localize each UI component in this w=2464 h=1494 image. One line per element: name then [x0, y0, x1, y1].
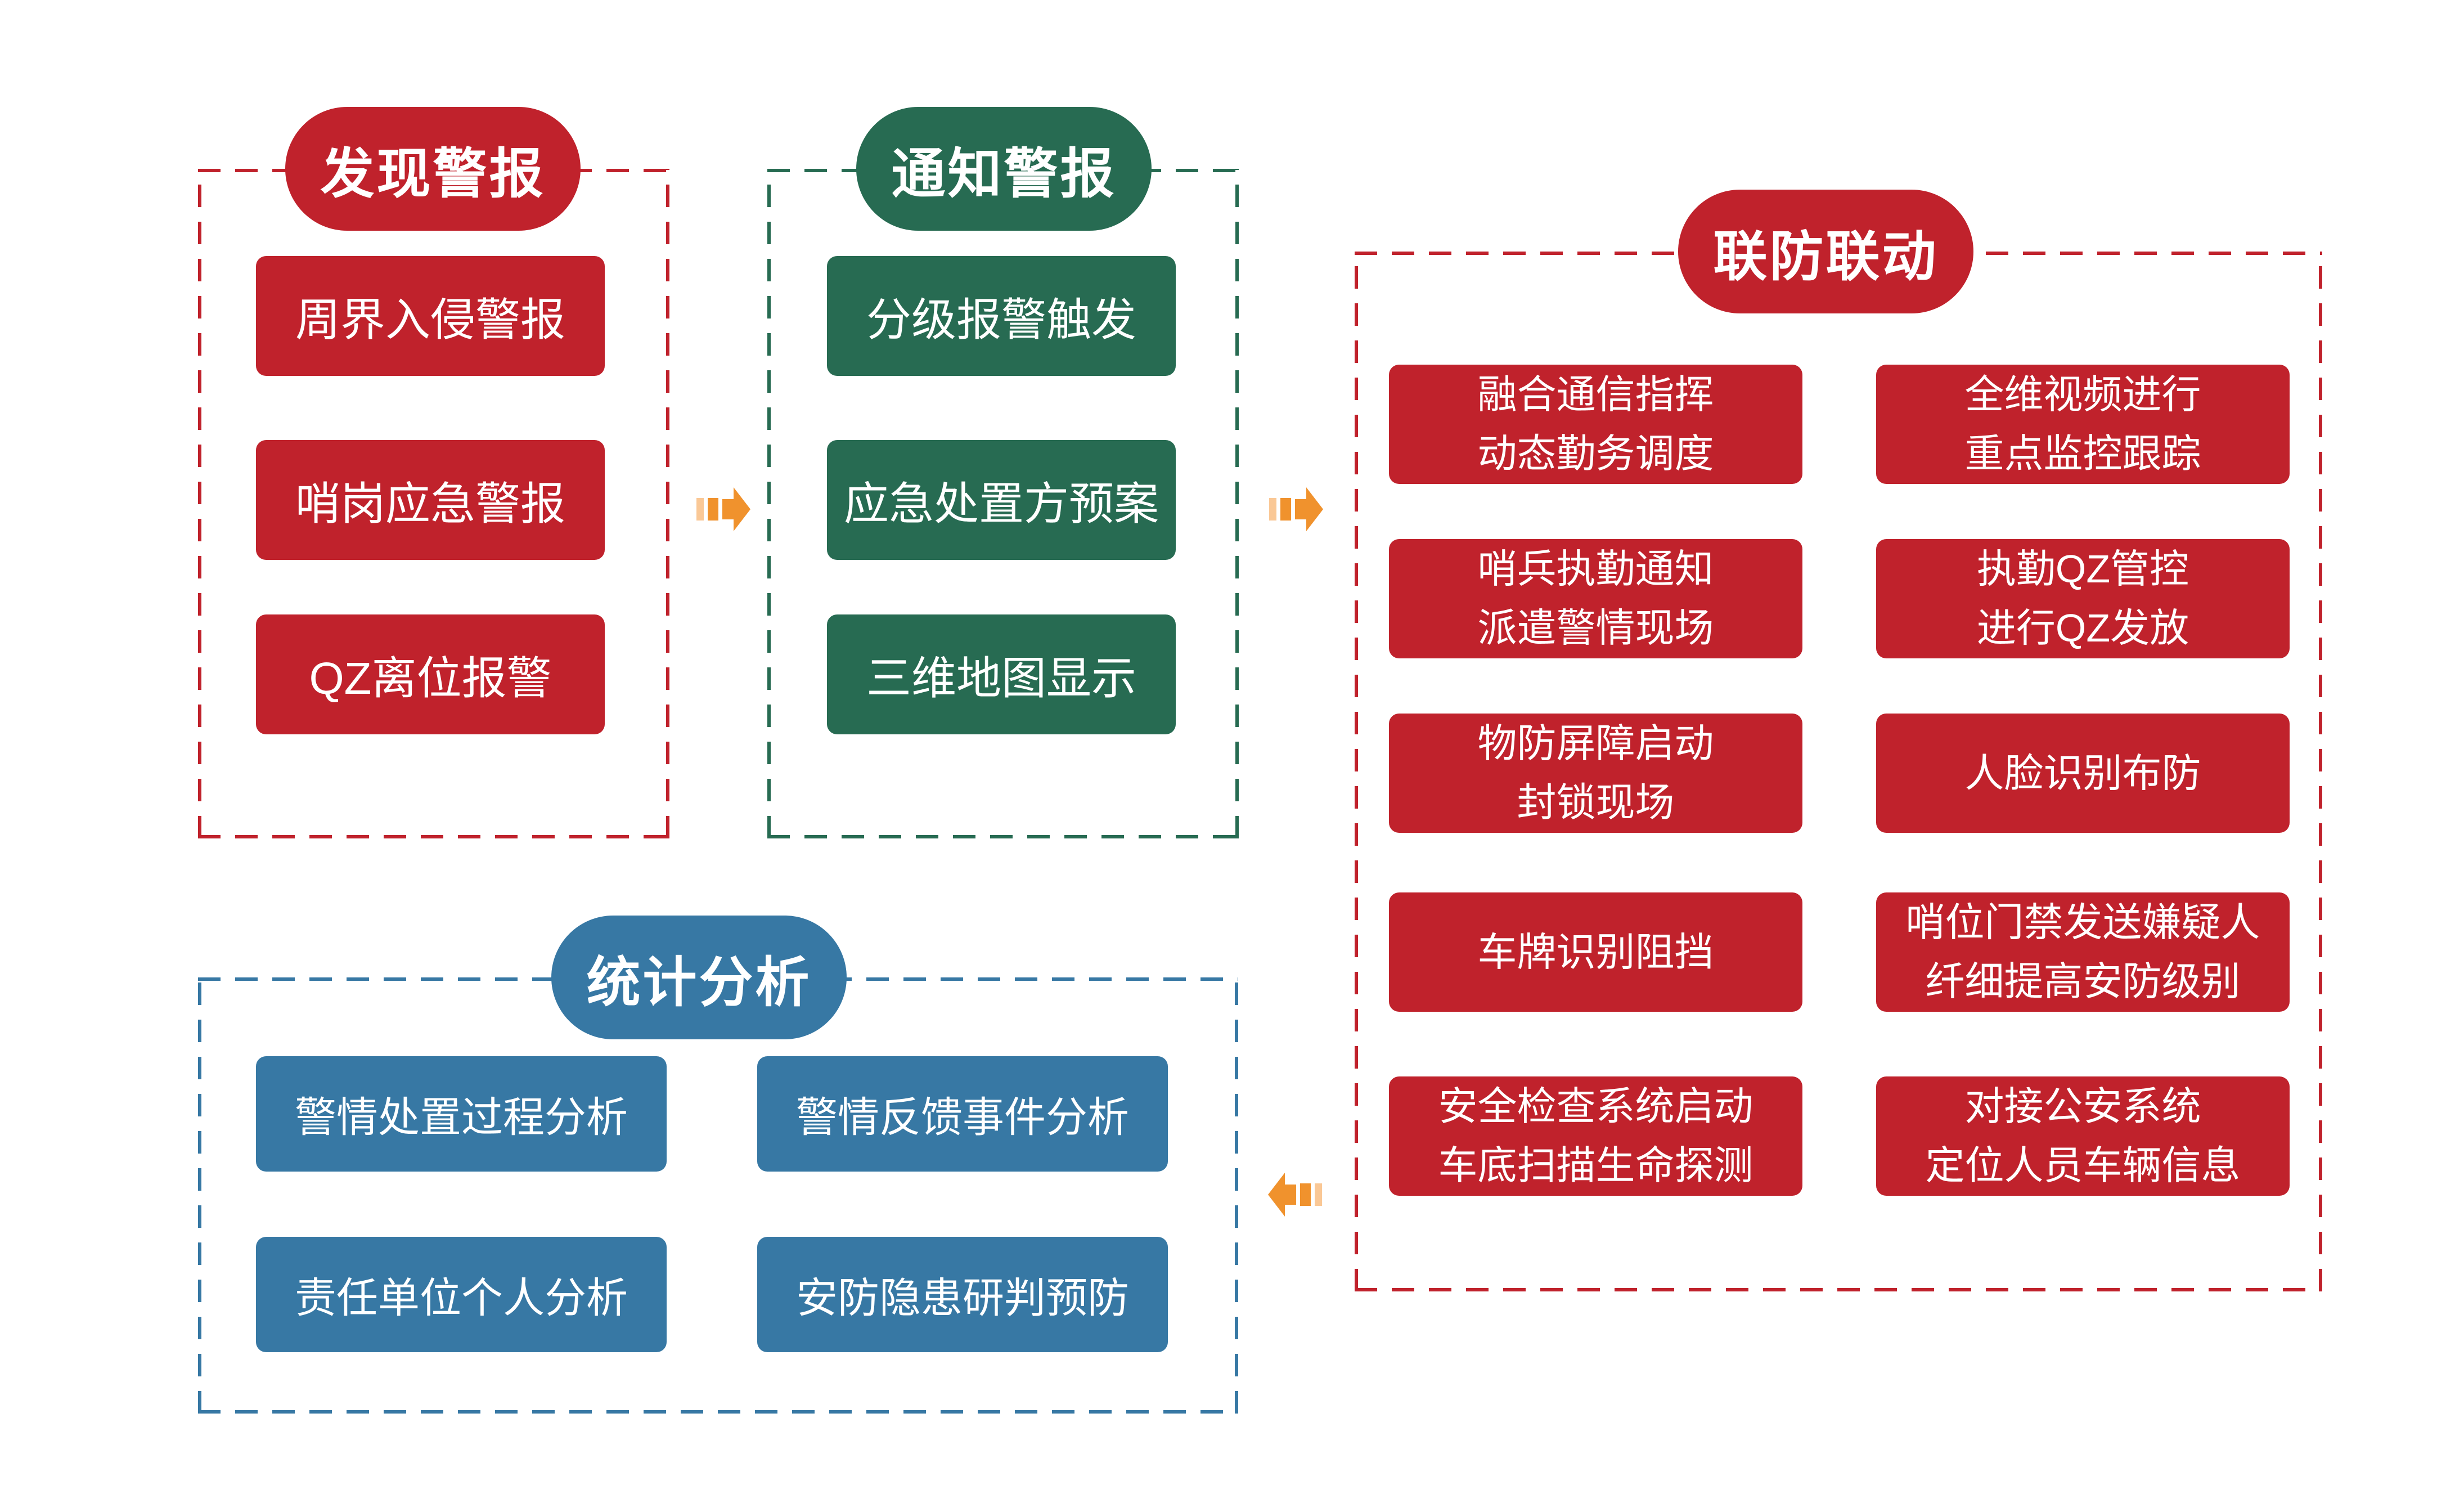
- step-physical-barrier-lockdown: 物防屏障启动 封锁现场: [1389, 714, 1802, 833]
- flow-arrow-right-icon: [1269, 487, 1323, 531]
- step-face-recognition-deploy: 人脸识别布防: [1876, 714, 2290, 833]
- step-duty-qz-control: 执勤QZ管控 进行QZ发放: [1876, 539, 2290, 658]
- stage-pill-notify-alarm: 通知警报: [856, 107, 1152, 231]
- step-omni-video-tracking: 全维视频进行 重点监控跟踪: [1876, 365, 2290, 484]
- arrow-stripe-light: [696, 498, 704, 521]
- step-security-check-scan: 安全检查系统启动 车底扫描生命探测: [1389, 1076, 1802, 1196]
- step-police-system-locating: 对接公安系统 定位人员车辆信息: [1876, 1076, 2290, 1196]
- arrow-stripe-dark: [708, 498, 718, 521]
- step-3d-map-display: 三维地图显示: [827, 614, 1176, 734]
- step-graded-alarm-trigger: 分级报警触发: [827, 256, 1176, 376]
- stage-pill-statistics: 统计分析: [551, 916, 847, 1039]
- step-sentry-emergency-alarm: 哨岗应急警报: [256, 440, 605, 560]
- step-perimeter-intrusion-alarm: 周界入侵警报: [256, 256, 605, 376]
- step-responsible-unit-analysis: 责任单位个人分析: [256, 1237, 667, 1352]
- step-hidden-danger-prediction: 安防隐患研判预防: [757, 1237, 1168, 1352]
- arrow-stripe-dark: [1280, 498, 1291, 521]
- arrow-head: [1268, 1173, 1296, 1217]
- stage-pill-discover-alarm: 发现警报: [285, 107, 581, 231]
- step-fused-comms-dispatch: 融合通信指挥 动态勤务调度: [1389, 365, 1802, 484]
- step-sentry-duty-dispatch: 哨兵执勤通知 派遣警情现场: [1389, 539, 1802, 658]
- step-alarm-handling-analysis: 警情处置过程分析: [256, 1056, 667, 1172]
- arrow-head: [1295, 487, 1323, 531]
- arrow-stripe-dark: [1300, 1183, 1311, 1206]
- arrow-head: [722, 487, 750, 531]
- step-alarm-feedback-analysis: 警情反馈事件分析: [757, 1056, 1168, 1172]
- stage-pill-joint-defense: 联防联动: [1678, 190, 1973, 313]
- step-plate-recognition-block: 车牌识别阻挡: [1389, 892, 1802, 1012]
- flow-arrow-right-icon: [696, 487, 750, 531]
- arrow-stripe-light: [1269, 498, 1276, 521]
- step-emergency-plan: 应急处置方预案: [827, 440, 1176, 560]
- step-qz-off-position-alarm: QZ离位报警: [256, 614, 605, 734]
- step-sentry-access-suspect-alert: 哨位门禁发送嫌疑人 纤细提高安防级别: [1876, 892, 2290, 1012]
- flow-arrow-left-icon: [1268, 1173, 1322, 1217]
- arrow-stripe-light: [1315, 1183, 1322, 1206]
